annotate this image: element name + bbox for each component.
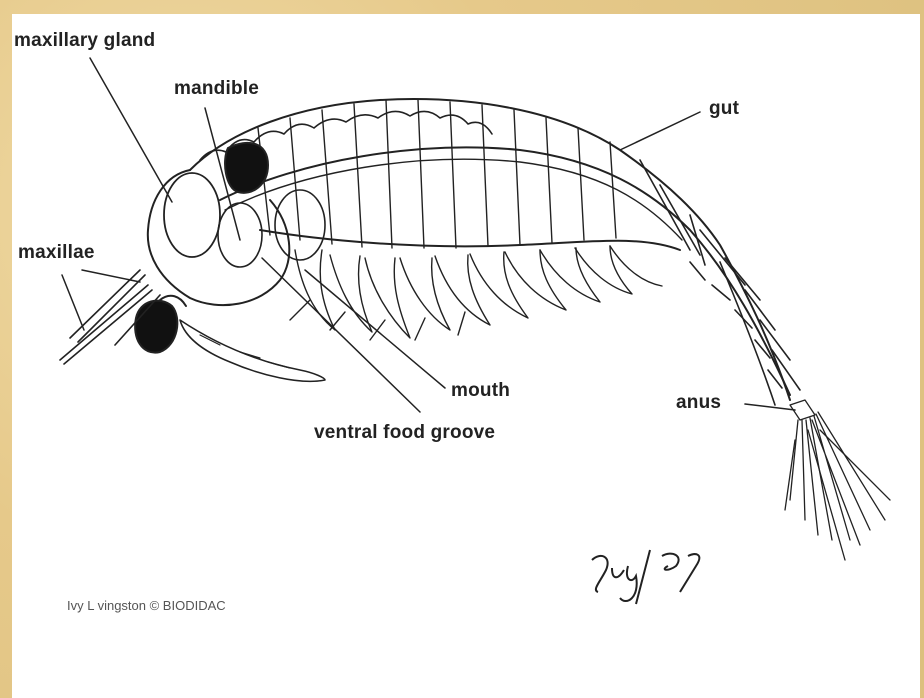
second-antenna	[180, 320, 325, 381]
abdomen	[640, 160, 800, 405]
thoracic-legs	[290, 246, 662, 340]
label-gut: gut	[709, 98, 739, 120]
label-ventral-food-groove: ventral food groove	[314, 422, 495, 444]
label-maxillary-gland: maxillary gland	[14, 30, 155, 52]
label-mandible: mandible	[174, 78, 259, 100]
mandible-shape	[225, 143, 268, 193]
signature	[592, 550, 699, 604]
label-anus: anus	[676, 392, 721, 414]
compound-eye	[135, 301, 177, 353]
maxillary-gland-shape	[164, 173, 220, 257]
tail-fan	[785, 400, 890, 560]
credit-text: Ivy L vingston © BIODIDAC	[67, 598, 226, 613]
label-maxillae: maxillae	[18, 242, 95, 264]
label-mouth: mouth	[451, 380, 510, 402]
